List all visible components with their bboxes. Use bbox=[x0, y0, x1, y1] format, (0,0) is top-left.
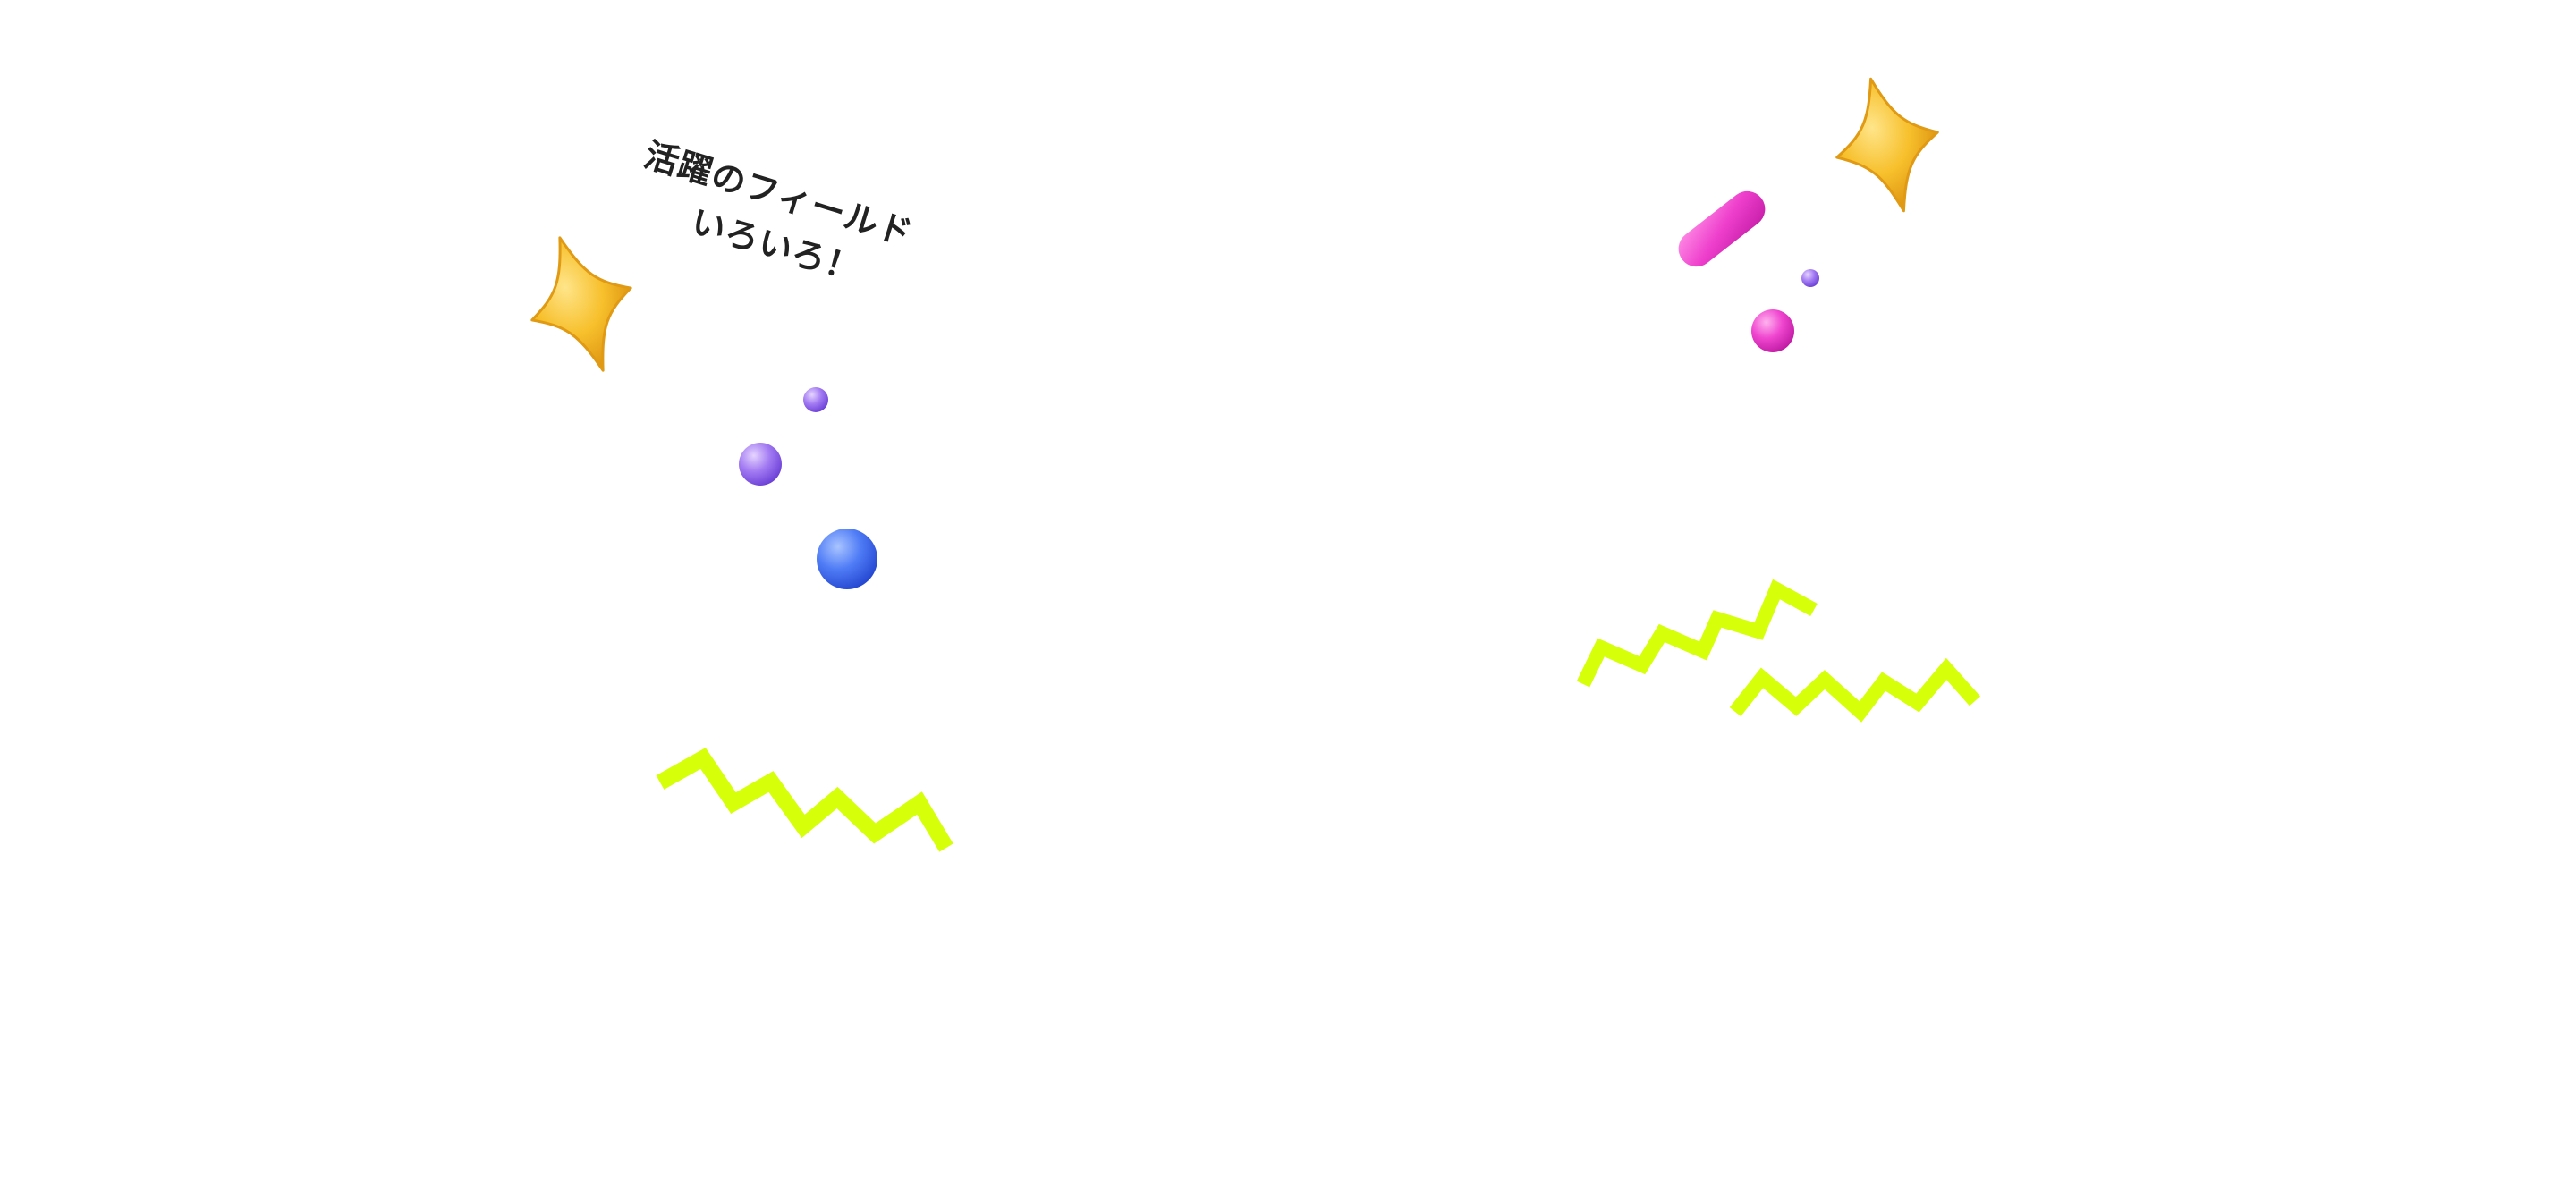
star-icon bbox=[530, 236, 632, 372]
zigzag-icon bbox=[1576, 579, 1818, 688]
zigzag-icon bbox=[656, 748, 953, 852]
blue-sphere-icon bbox=[817, 529, 877, 589]
pink-sphere-icon bbox=[1751, 309, 1794, 352]
pink-capsule-icon bbox=[1678, 190, 1766, 267]
zigzag-icon bbox=[1729, 657, 1980, 723]
star-icon bbox=[1835, 77, 1939, 213]
purple-sphere-icon bbox=[739, 443, 782, 486]
small-purple-sphere-icon bbox=[803, 387, 828, 412]
small-purple-sphere-icon bbox=[1801, 269, 1819, 287]
